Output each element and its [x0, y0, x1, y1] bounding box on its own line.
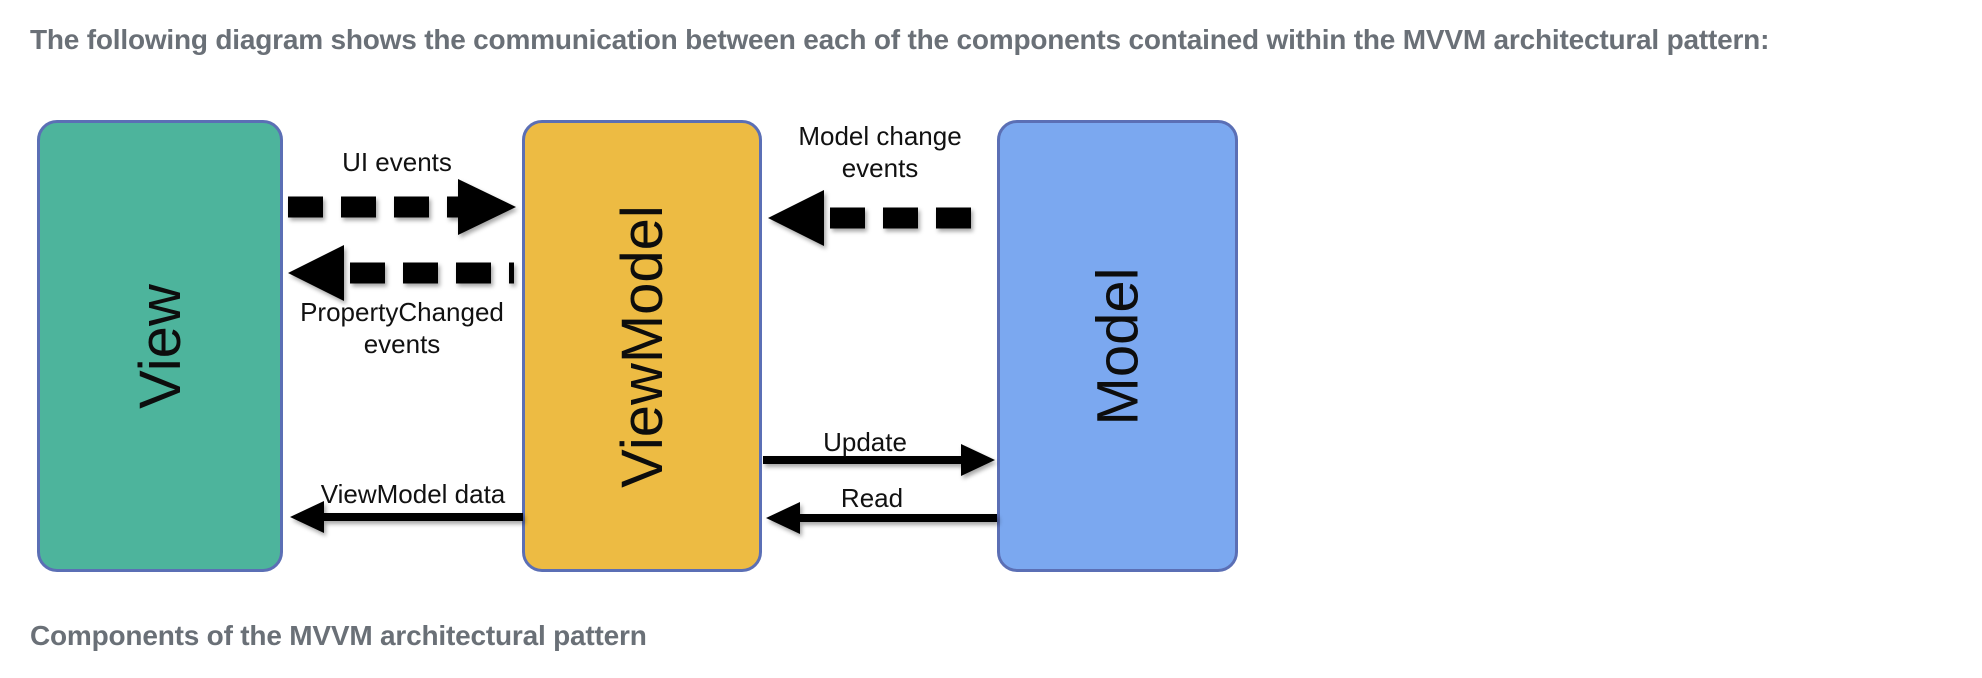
model-change-arrow-label: Model change events [798, 121, 962, 183]
read-solid-arrow-left [766, 502, 997, 534]
ui-events-dashed-arrow-right [288, 179, 516, 235]
viewmodel-data-solid-arrow-left [290, 501, 523, 533]
update-arrow-label: Update [823, 427, 907, 457]
read-arrow-label: Read [840, 483, 904, 513]
figure-caption-text: Components of the MVVM architectural pat… [30, 620, 647, 651]
ui-events-arrow-label: UI events [342, 147, 452, 177]
model-change-dashed-arrow-left [768, 190, 987, 246]
model-box: Model [997, 120, 1238, 572]
viewmodel-box-label: ViewModel [609, 204, 675, 488]
model-box-label: Model [1084, 267, 1150, 425]
update-solid-arrow-right [763, 444, 995, 476]
page-header-text: The following diagram shows the communic… [30, 24, 1770, 55]
property-changed-arrow-label: PropertyChanged events [300, 297, 504, 359]
property-changed-dashed-arrow-left [288, 245, 514, 301]
view-box: View [37, 120, 283, 572]
viewmodel-data-arrow-label: ViewModel data [320, 479, 506, 509]
view-box-label: View [127, 283, 193, 409]
viewmodel-box: ViewModel [522, 120, 762, 572]
